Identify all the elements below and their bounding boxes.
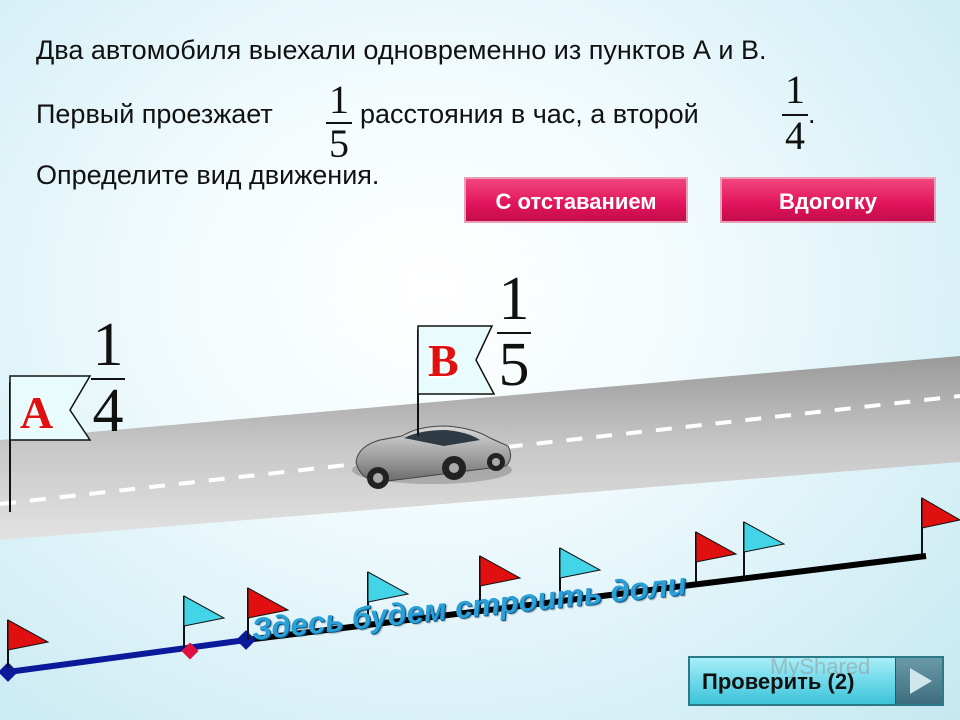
fraction-first-speed: 1 5 xyxy=(322,80,356,164)
check-button[interactable]: Проверить (2) xyxy=(688,656,944,706)
answer-catchup-button[interactable]: Вдогогку xyxy=(720,177,936,223)
fraction-numerator: 1 xyxy=(92,311,124,379)
fraction-numerator: 1 xyxy=(329,77,349,122)
flag-a-icon xyxy=(9,375,92,512)
fraction-denominator: 4 xyxy=(92,377,124,445)
number-line xyxy=(245,553,927,643)
check-button-label: Проверить (2) xyxy=(702,669,855,694)
flag-a-label: A xyxy=(20,387,54,438)
flag-a-speed-fraction: 1 4 xyxy=(88,314,128,442)
problem-line-2-end: . xyxy=(808,99,816,129)
problem-question: Определите вид движения. xyxy=(36,160,380,190)
number-line-blue-segment xyxy=(7,637,247,675)
marker-flag-red xyxy=(695,531,738,582)
marker-flag-cyan xyxy=(367,571,410,624)
play-arrow-icon xyxy=(895,658,942,704)
marker-flag-cyan xyxy=(559,547,602,598)
fraction-second-speed: 1 4 xyxy=(778,70,812,156)
flag-markers xyxy=(7,497,960,668)
flag-b-speed-fraction: 1 5 xyxy=(494,268,534,396)
marker-flag-red xyxy=(479,555,522,608)
watermark: MyShared xyxy=(770,654,871,679)
fraction-denominator: 4 xyxy=(785,113,805,158)
marker-flag-cyan xyxy=(183,595,226,648)
problem-line-1: Два автомобиля выехали одновременно из п… xyxy=(36,35,767,65)
problem-line-2-start: Первый проезжает xyxy=(36,99,273,129)
car-icon xyxy=(352,425,512,489)
flag-b-label: B xyxy=(428,335,459,386)
marker-flag-red xyxy=(7,619,50,668)
marker-flag-red xyxy=(247,587,290,640)
fraction-numerator: 1 xyxy=(498,265,530,333)
flag-b-icon xyxy=(417,325,496,436)
fraction-denominator: 5 xyxy=(329,121,349,166)
marker-flag-cyan xyxy=(743,521,786,576)
fraction-denominator: 5 xyxy=(498,331,530,399)
marker-flag-red xyxy=(921,497,960,554)
problem-line-2-mid: расстояния в час, а второй xyxy=(360,99,699,129)
fraction-numerator: 1 xyxy=(785,67,805,112)
answer-lagging-button[interactable]: С отставанием xyxy=(464,177,688,223)
